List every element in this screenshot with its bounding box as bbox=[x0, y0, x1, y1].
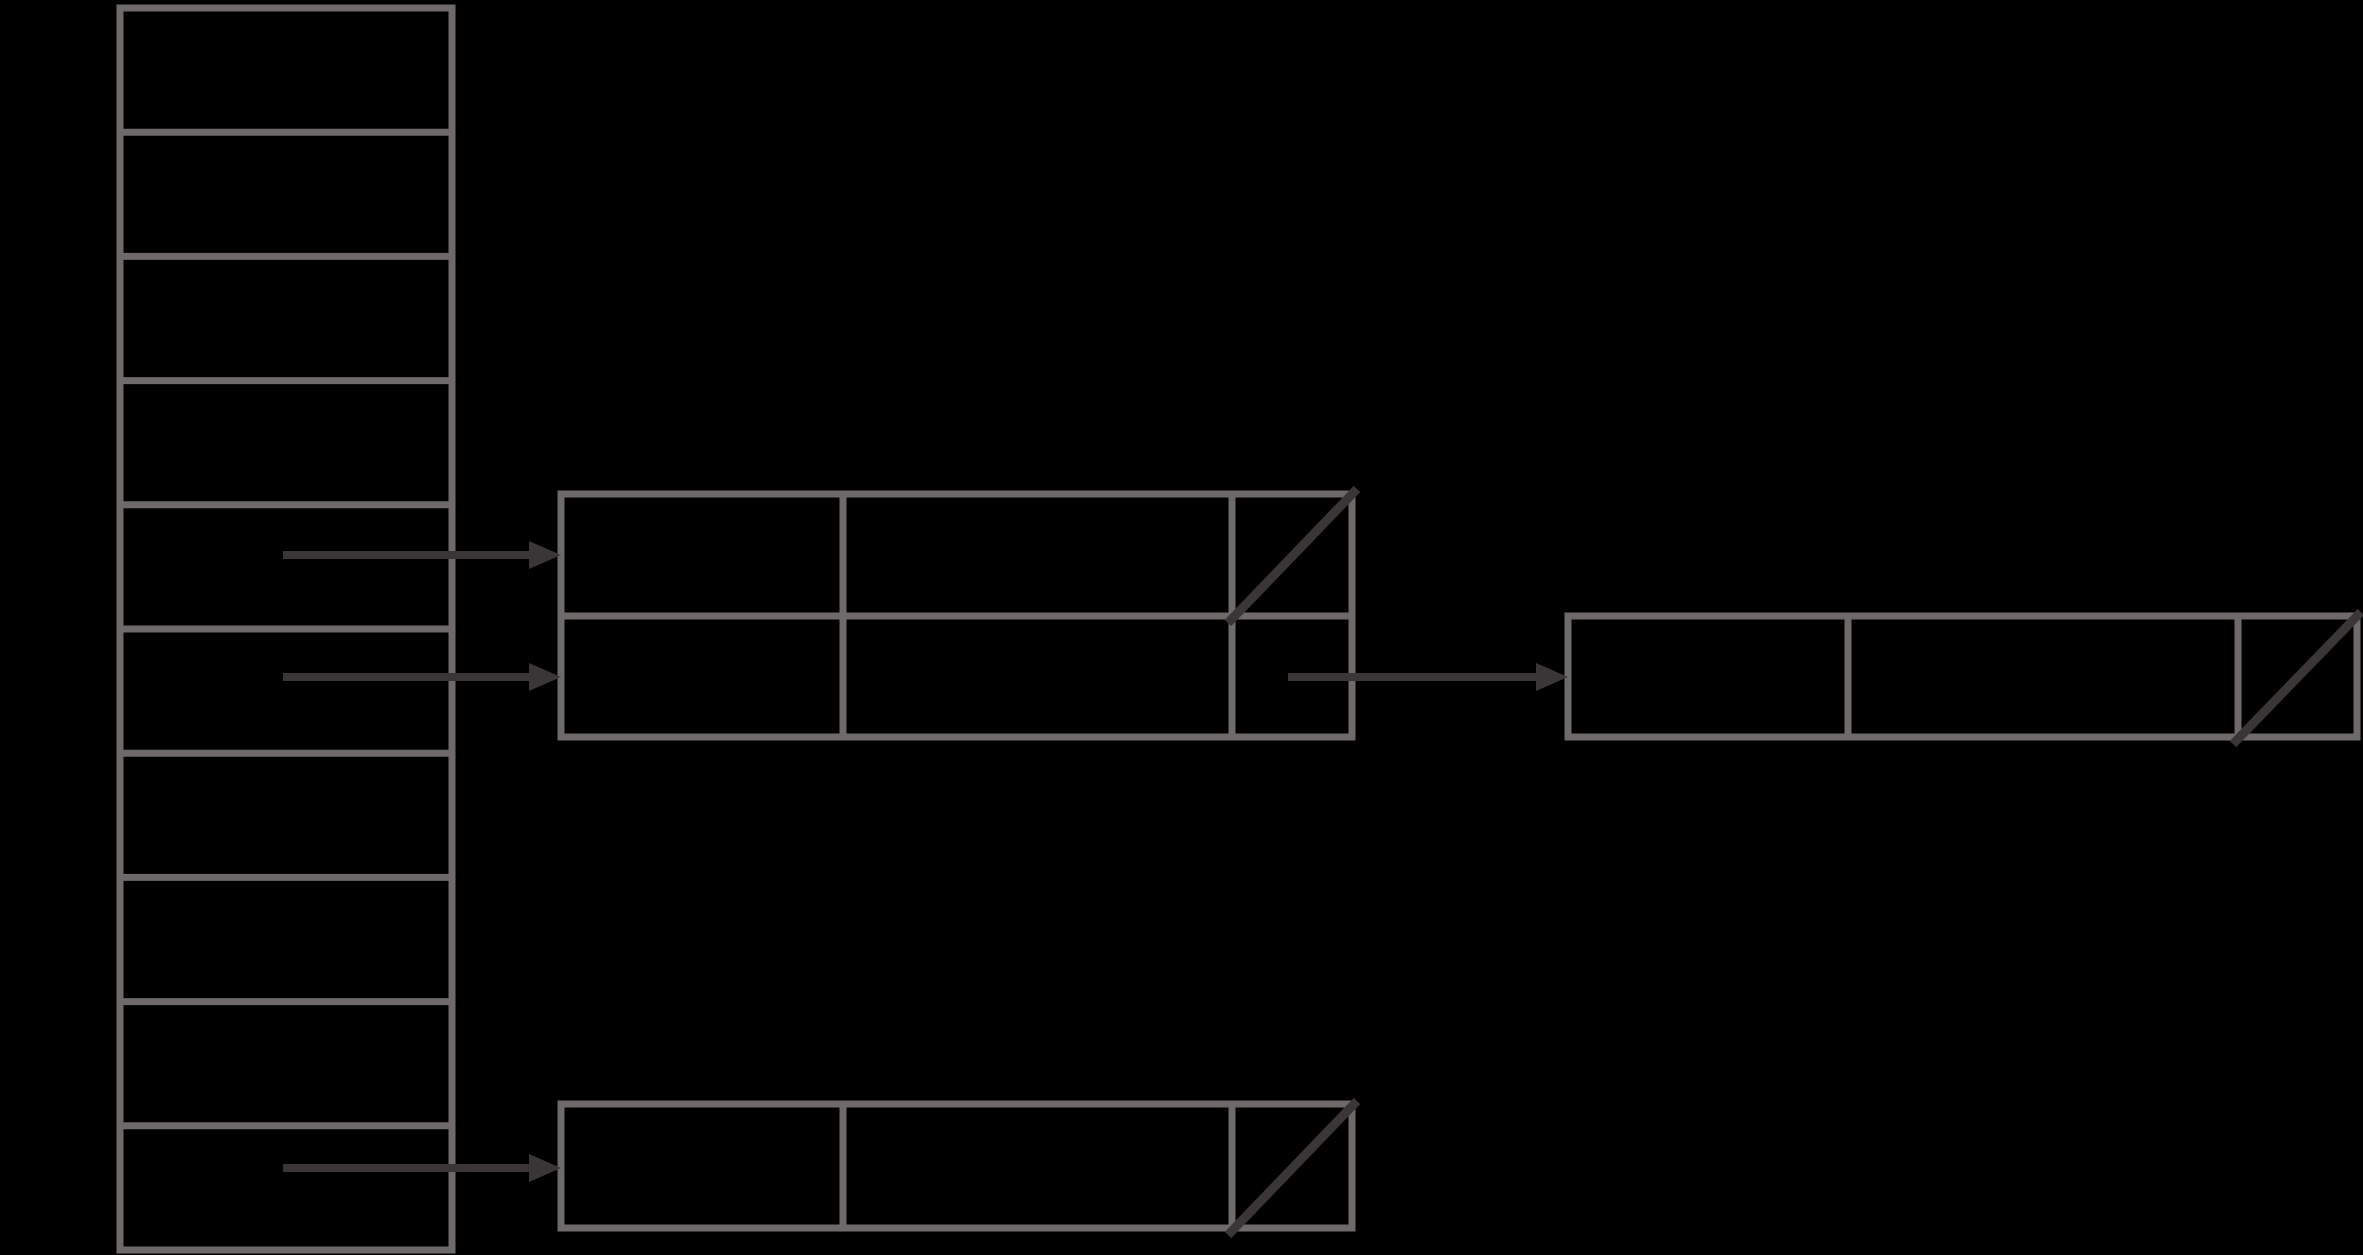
null-slash-node-a bbox=[1224, 485, 1361, 627]
list-node-c bbox=[1564, 612, 2361, 741]
list-node-d bbox=[557, 1100, 1356, 1232]
arrow-node-b-to-node-c-head bbox=[1536, 663, 1568, 691]
arrow-slot5-to-node-a-head bbox=[529, 541, 561, 569]
arrow-slot10-to-node-d-head bbox=[529, 1154, 561, 1182]
arrow-slot6-to-node-b-head bbox=[529, 663, 561, 691]
null-slash-node-d bbox=[1224, 1097, 1361, 1239]
null-slash-node-c bbox=[2229, 608, 2363, 748]
